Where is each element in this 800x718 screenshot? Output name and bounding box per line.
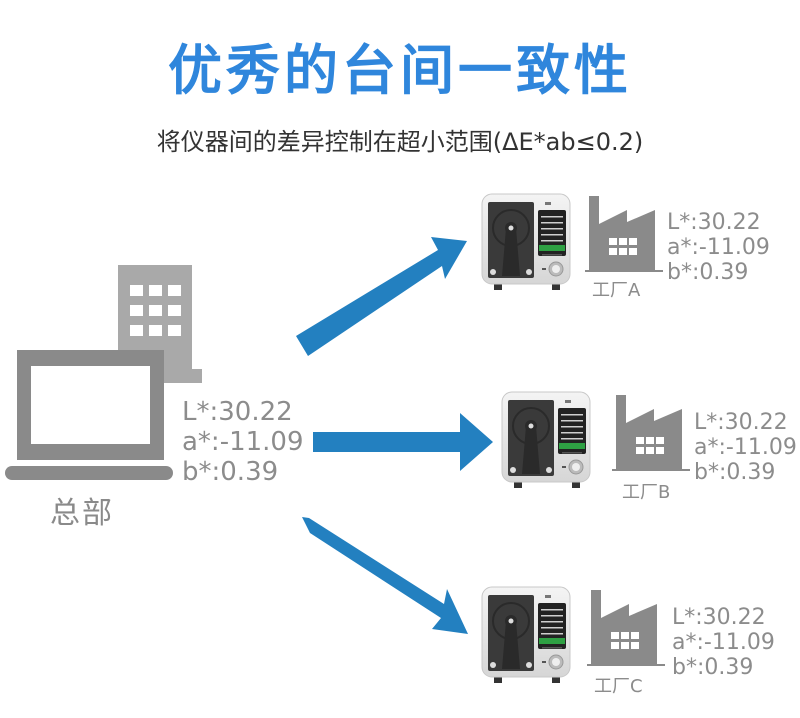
- readout-b: b*:0.39: [672, 655, 754, 680]
- page-subtitle: 将仪器间的差异控制在超小范围(ΔE*ab≤0.2): [156, 128, 644, 156]
- readout-l: L*:30.22: [667, 210, 761, 235]
- readout-b: b*:0.39: [667, 260, 749, 285]
- factory-icon-c: [587, 590, 665, 666]
- page-title: 优秀的台间一致性: [168, 39, 632, 102]
- spectrophotometer-device-c: [481, 586, 571, 683]
- readout-l: L*:30.22: [694, 410, 788, 435]
- readout-a: a*:-11.09: [667, 235, 770, 260]
- spectrophotometer-device-a: [481, 193, 571, 290]
- factory-label-c: 工厂C: [594, 676, 643, 697]
- readout-b: b*:0.39: [694, 460, 776, 485]
- readout-l: L*:30.22: [672, 605, 766, 630]
- factory-label-b: 工厂B: [622, 482, 671, 503]
- factory-label-a: 工厂A: [592, 280, 641, 301]
- readout-a: a*:-11.09: [694, 435, 797, 460]
- headquarters-readout: L*:30.22 a*:-11.09 b*:0.39: [182, 397, 304, 487]
- readout-b: b*:0.39: [182, 457, 279, 487]
- readout-l: L*:30.22: [182, 397, 293, 427]
- factory-icon-a: [585, 196, 663, 272]
- factory-icon-b: [612, 395, 690, 471]
- readout-a: a*:-11.09: [672, 630, 775, 655]
- readout-a: a*:-11.09: [182, 427, 304, 457]
- headquarters-label: 总部: [50, 496, 114, 531]
- laptop-icon: [5, 350, 173, 480]
- spectrophotometer-device-b: [501, 391, 591, 488]
